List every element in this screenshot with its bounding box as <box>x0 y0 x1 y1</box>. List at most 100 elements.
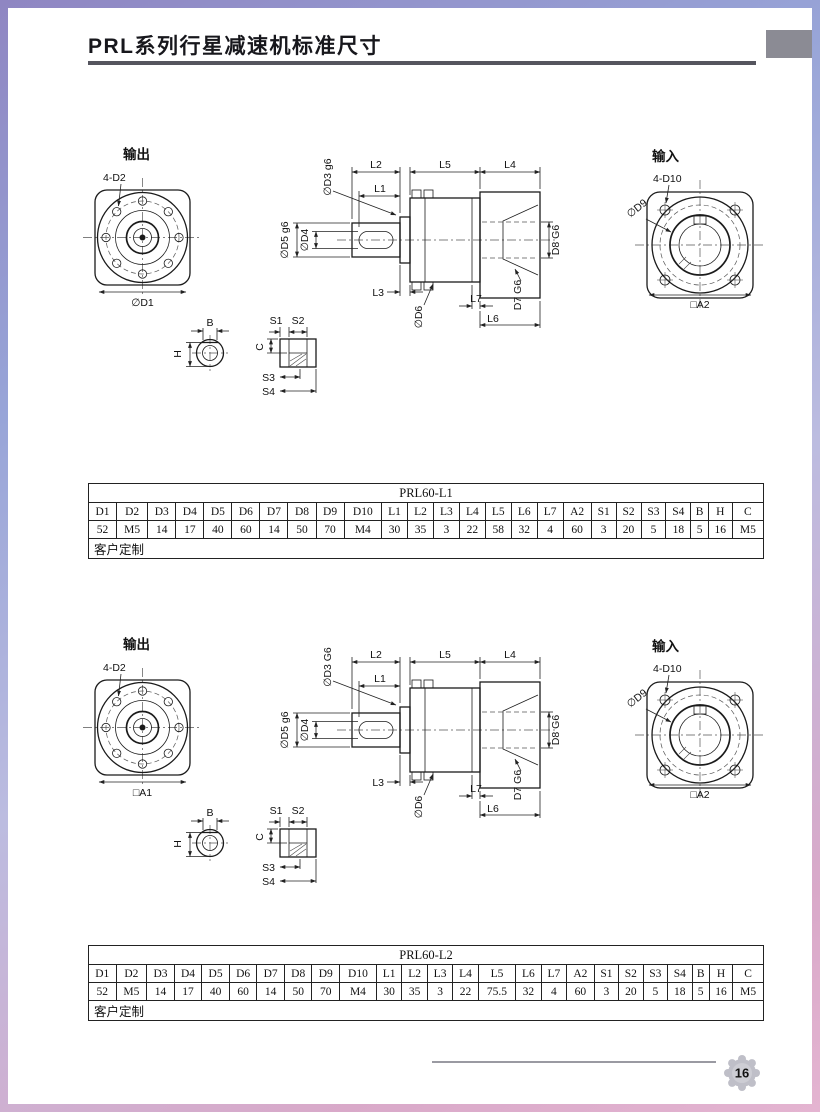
column-header-cell: S4 <box>667 964 693 983</box>
column-header-cell: S2 <box>618 964 644 983</box>
value-cell: 18 <box>667 982 693 1001</box>
dim-label-l1: L1 <box>374 183 386 195</box>
dim-label-b: B <box>206 317 213 329</box>
dim-label-d8: D8 G6 <box>550 225 562 256</box>
input-bolt-circle-label: ∅D9 <box>625 687 650 710</box>
column-header-cell: S2 <box>615 502 642 521</box>
column-header-cell: L3 <box>426 964 454 983</box>
dim-label-s1: S1 <box>270 315 283 327</box>
value-cell: 22 <box>452 982 479 1001</box>
value-cell: 16 <box>707 520 733 539</box>
column-header-cell: L1 <box>381 502 409 521</box>
sections-container: 输出 4-D2 ∅D1 <box>8 8 812 1104</box>
column-header-cell: D4 <box>175 502 205 521</box>
value-cell: 3 <box>426 982 454 1001</box>
dim-label-d4: ∅D4 <box>299 719 311 742</box>
column-header-cell: A2 <box>562 502 592 521</box>
value-cell: 5 <box>691 982 710 1001</box>
dim-label-s4: S4 <box>262 386 275 398</box>
value-cell: 17 <box>175 520 205 539</box>
column-header-cell: L4 <box>452 964 479 983</box>
column-header-cell: D1 <box>87 502 118 521</box>
dim-label-d7: D7 G6 <box>512 280 524 311</box>
column-header-cell: S3 <box>640 502 667 521</box>
input-bolt-spec-label: 4-D10 <box>653 173 682 185</box>
value-cell: 5 <box>690 520 709 539</box>
column-header-cell: L5 <box>477 964 517 983</box>
value-cell: M4 <box>339 982 377 1001</box>
gearbox-section: 输出 4-D2 □A1 <box>8 615 812 1104</box>
column-header-cell: D3 <box>147 502 177 521</box>
value-cell: M5 <box>115 982 148 1001</box>
value-cell: 40 <box>201 982 230 1001</box>
dim-label-l4: L4 <box>504 159 516 171</box>
column-header-cell: S3 <box>642 964 669 983</box>
column-header-cell: D2 <box>116 502 149 521</box>
output-flange-dim-label: □A1 <box>133 787 152 799</box>
value-cell: 14 <box>147 520 177 539</box>
dim-label-l4: L4 <box>504 649 516 661</box>
value-cell: M5 <box>732 982 764 1001</box>
value-cell: 50 <box>283 982 313 1001</box>
value-cell: 20 <box>618 982 644 1001</box>
gearbox-section: 输出 4-D2 ∅D1 <box>8 125 812 625</box>
column-header-cell: D3 <box>146 964 175 983</box>
column-header-cell: D5 <box>203 502 233 521</box>
column-header-cell: L2 <box>401 964 428 983</box>
value-cell: 14 <box>259 520 289 539</box>
input-bolt-circle-label: ∅D9 <box>625 197 650 220</box>
input-label: 输入 <box>652 638 680 654</box>
value-cell: 14 <box>256 982 285 1001</box>
column-header-cell: D7 <box>259 502 289 521</box>
column-header-cell: A2 <box>566 964 595 983</box>
output-bolt-spec-label: 4-D2 <box>103 172 126 184</box>
dim-label-c: C <box>254 343 266 351</box>
value-cell: 35 <box>401 982 428 1001</box>
column-header-cell: S1 <box>593 964 620 983</box>
value-cell: 3 <box>432 520 460 539</box>
dim-label-h: H <box>172 840 184 848</box>
output-flange-dim-label: ∅D1 <box>131 297 154 309</box>
dim-label-d3: ∅D3 G6 <box>322 647 334 687</box>
column-header-cell: L3 <box>432 502 460 521</box>
column-header-cell: D5 <box>201 964 230 983</box>
table-note: 客户定制 <box>88 538 764 559</box>
value-cell: 3 <box>590 520 617 539</box>
output-label: 输出 <box>123 636 150 652</box>
output-flange-front-view: 输出 4-D2 □A1 <box>83 636 202 799</box>
value-cell: 22 <box>458 520 486 539</box>
dim-label-l6: L6 <box>487 803 499 815</box>
column-header-cell: D8 <box>287 502 317 521</box>
value-cell: 5 <box>642 982 669 1001</box>
dim-label-s3: S3 <box>262 372 275 384</box>
table-note-row: 客户定制 <box>88 1000 764 1021</box>
column-header-cell: D1 <box>88 964 117 983</box>
value-cell: 60 <box>566 982 595 1001</box>
dim-label-l6: L6 <box>487 313 499 325</box>
column-header-cell: L7 <box>540 964 568 983</box>
value-cell: 35 <box>407 520 434 539</box>
dim-label-d6: ∅D6 <box>413 306 425 329</box>
technical-drawing: 输出 4-D2 □A1 <box>83 636 765 888</box>
column-header-cell: S4 <box>665 502 692 521</box>
dim-label-c: C <box>254 833 266 841</box>
value-cell: 70 <box>315 520 345 539</box>
value-cell: 60 <box>231 520 261 539</box>
value-cell: 75.5 <box>477 982 517 1001</box>
column-header-cell: D10 <box>339 964 377 983</box>
shaft-section-detail: B H <box>172 807 229 861</box>
column-header-cell: L7 <box>536 502 564 521</box>
column-header-cell: D9 <box>311 964 341 983</box>
dim-label-d5: ∅D5 g6 <box>279 711 291 748</box>
column-header-cell: C <box>731 502 765 521</box>
gearbox-side-view: L2 L1 L5 L4 ∅D3 g6 ∅D5 g6 ∅D4 D8 G <box>279 158 562 328</box>
dim-label-l7: L7 <box>470 783 482 795</box>
column-header-cell: L5 <box>484 502 512 521</box>
column-header-cell: D6 <box>228 964 258 983</box>
value-cell: 4 <box>536 520 564 539</box>
